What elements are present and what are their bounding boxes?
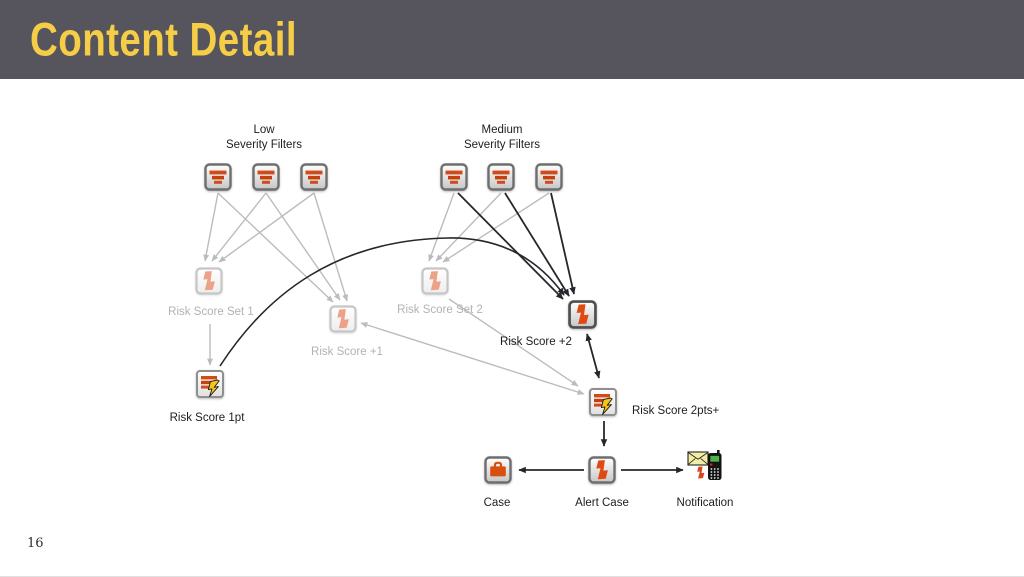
case-briefcase-icon [484,456,512,484]
medium-label-line2: Severity Filters [463,138,541,151]
medium-severity-filters-label: Medium Severity Filters [464,123,540,152]
medium-label-line1: Medium [481,124,523,136]
risk-score-1pt-label: Risk Score 1pt [169,412,245,424]
edge-lowf3-set1 [218,192,315,263]
edge-medf3-plus2 [550,192,576,295]
edge-plus1-2pts [360,322,585,395]
edge-medf1-set2 [428,192,455,262]
edge-lowf3-plus1 [313,192,348,302]
risk-score-2pts-label: Risk Score 2pts+ [632,405,720,417]
edge-lowf1-plus1 [217,192,334,303]
risk-score-2pts-icon [589,388,617,416]
risk-score-1pt-icon [196,370,224,398]
notification-icon [687,450,722,480]
alert-case-icon [588,456,616,484]
medium-filter-2-icon [487,163,515,191]
risk-score-set-1-icon [195,267,223,295]
edge-medf1-plus2 [457,192,564,300]
alert-case-label: Alert Case [575,497,629,509]
risk-score-set-2-label: Risk Score Set 2 [397,304,483,316]
risk-score-plus-2-label: Risk Score +2 [500,336,572,348]
edge-lowf2-set1 [211,192,267,262]
medium-filter-1-icon [440,163,468,191]
edge-plus2-2pts [585,333,601,379]
case-label: Case [483,497,511,509]
risk-score-set-1-label: Risk Score Set 1 [168,306,254,318]
risk-score-set-2-icon [421,267,449,295]
edge-medf2-plus2 [504,192,570,297]
slide-title: Content Detail [30,11,297,65]
low-label-line2: Severity Filters [225,138,303,151]
envelope-icon [687,451,709,466]
low-severity-filters-label: Low Severity Filters [226,123,302,152]
edge-medf2-set2 [435,192,502,262]
edge-lowf1-set1 [203,192,219,262]
page-number: 16 [27,536,44,551]
risk-score-plus-1-icon [329,305,357,333]
risk-score-plus-2-icon [568,300,597,329]
notification-label: Notification [676,497,734,509]
slide-header: Content Detail [0,0,1024,79]
edge-lowf2-plus1 [265,192,341,301]
bolt-zigzag-icon [697,466,705,479]
low-filter-2-icon [252,163,280,191]
mobile-phone-icon [708,450,722,480]
edge-medf3-set2 [442,192,550,263]
low-filter-3-icon [300,163,328,191]
medium-filter-3-icon [535,163,563,191]
low-label-line1: Low [253,124,275,136]
risk-score-plus-1-label: Risk Score +1 [311,346,383,358]
low-filter-1-icon [204,163,232,191]
